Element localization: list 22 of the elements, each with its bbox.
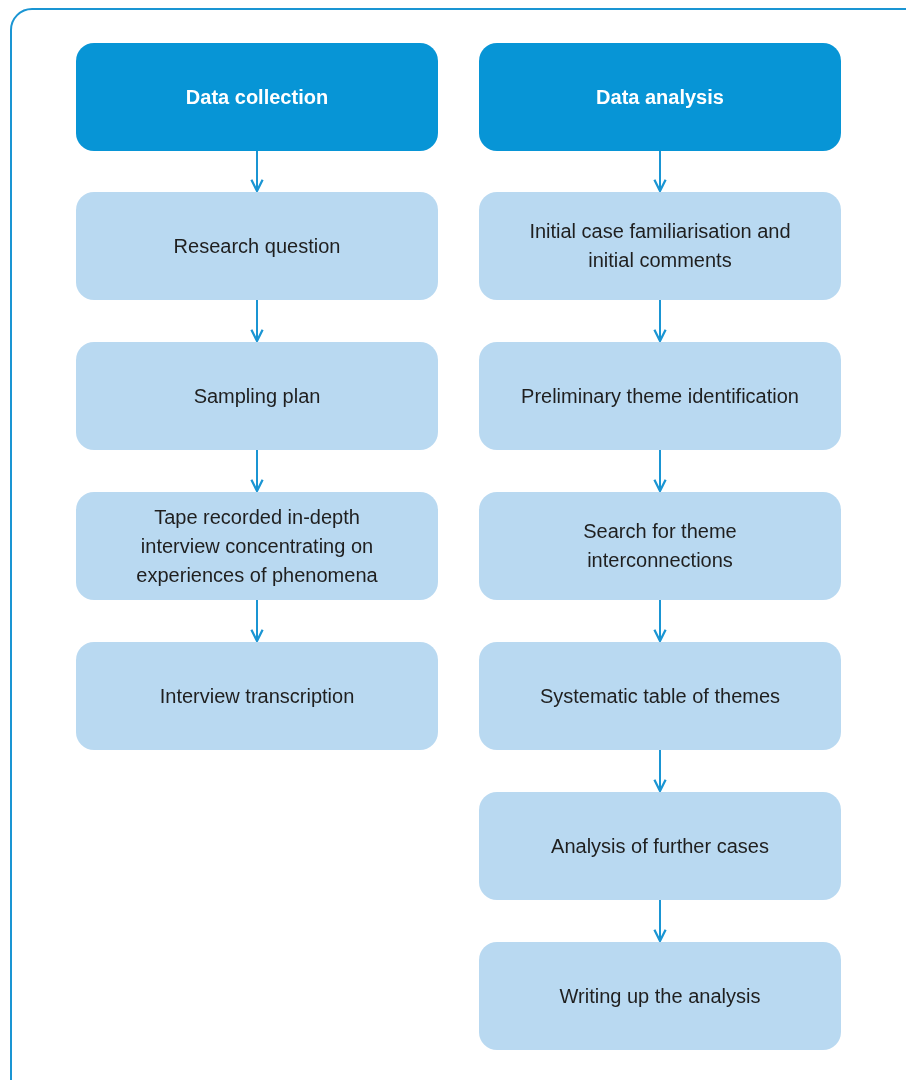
arrow	[653, 299, 667, 343]
process-box: Research question	[76, 192, 438, 300]
column-header: Data analysis	[479, 43, 841, 151]
process-box: Initial case familiarisation and initial comments	[479, 192, 841, 300]
column-header: Data collection	[76, 43, 438, 151]
process-box: Sampling plan	[76, 342, 438, 450]
arrow	[250, 150, 264, 193]
process-box: Search for theme interconnections	[479, 492, 841, 600]
process-box: Interview transcription	[76, 642, 438, 750]
arrow	[653, 449, 667, 493]
arrow	[250, 599, 264, 643]
arrow	[653, 899, 667, 943]
arrow	[653, 749, 667, 793]
arrow	[653, 599, 667, 643]
process-box: Tape recorded in-depth interview concentrating on experiences of phenomena	[76, 492, 438, 600]
process-box: Preliminary theme identification	[479, 342, 841, 450]
arrow	[653, 150, 667, 193]
arrow	[250, 449, 264, 493]
arrow	[250, 299, 264, 343]
process-box: Writing up the analysis	[479, 942, 841, 1050]
process-box: Systematic table of themes	[479, 642, 841, 750]
process-box: Analysis of further cases	[479, 792, 841, 900]
